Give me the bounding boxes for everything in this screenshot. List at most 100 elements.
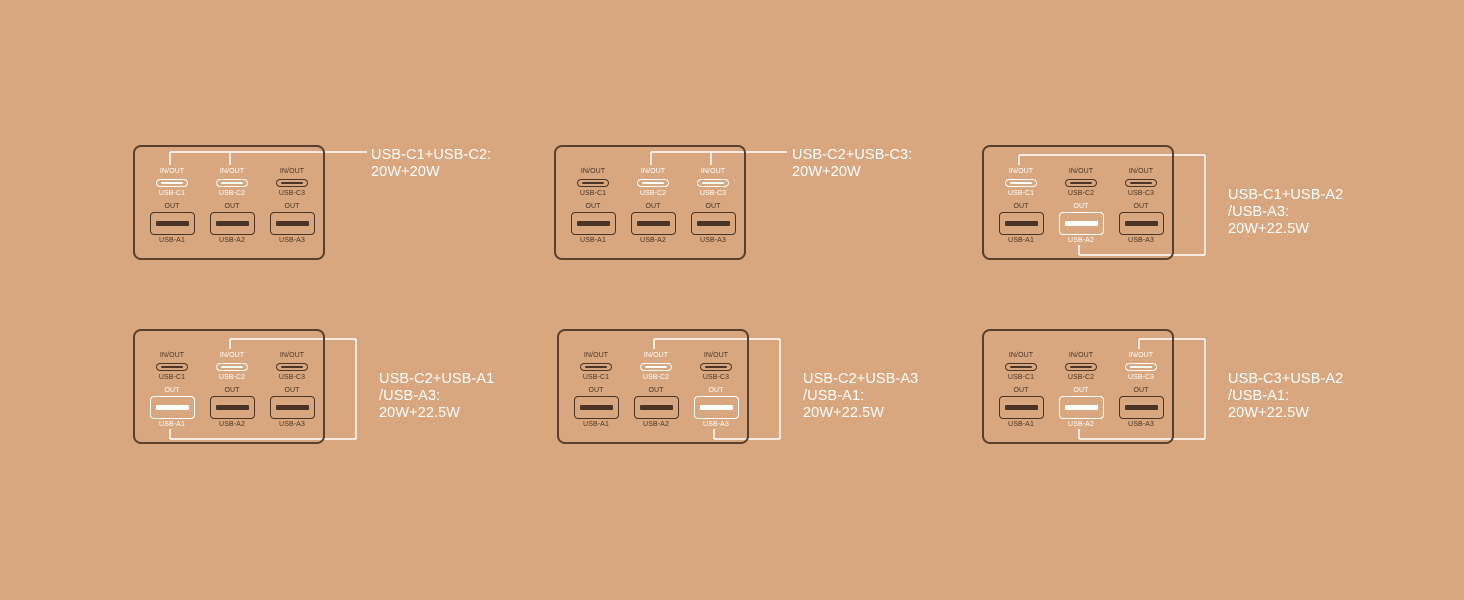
in-out-label: IN/OUT	[279, 168, 305, 175]
usb-c-port-icon	[577, 179, 609, 187]
usb-c-port-icon	[1065, 363, 1097, 371]
in-out-label: IN/OUT	[583, 352, 609, 359]
out-label: OUT	[588, 387, 604, 394]
out-label: OUT	[1073, 387, 1089, 394]
out-label: OUT	[708, 387, 724, 394]
usb-c-port-icon	[1125, 363, 1157, 371]
in-out-label: IN/OUT	[159, 352, 185, 359]
in-out-label: IN/OUT	[1128, 352, 1154, 359]
usb-c-port-icon	[216, 363, 248, 371]
usb-c-port-name: USB-C1	[158, 374, 186, 381]
usb-a-port-name: USB-A2	[640, 237, 666, 244]
usb-a-port-icon	[571, 212, 616, 235]
usb-a-port-name: USB-A3	[279, 237, 305, 244]
usb-a-port-icon	[631, 212, 676, 235]
usb-a-port-name: USB-A2	[219, 421, 245, 428]
in-out-label: IN/OUT	[1128, 168, 1154, 175]
usb-a-port-name: USB-A1	[583, 421, 609, 428]
usb-c-port-name: USB-C3	[278, 190, 306, 197]
in-out-label: IN/OUT	[159, 168, 185, 175]
in-out-label: IN/OUT	[580, 168, 606, 175]
out-label: OUT	[1133, 387, 1149, 394]
in-out-label: IN/OUT	[1008, 168, 1034, 175]
usb-a-port-name: USB-A1	[580, 237, 606, 244]
usb-c-port-icon	[276, 363, 308, 371]
usb-a-port-name: USB-A2	[1068, 421, 1094, 428]
usb-a-port-icon	[150, 212, 195, 235]
usb-a-port-icon	[999, 396, 1044, 419]
usb-c-port-name: USB-C3	[1127, 374, 1155, 381]
out-label: OUT	[1133, 203, 1149, 210]
mode-caption: USB-C2+USB-A1 /USB-A3: 20W+22.5W	[379, 371, 495, 421]
in-out-label: IN/OUT	[219, 168, 245, 175]
usb-a-port-name: USB-A3	[279, 421, 305, 428]
usb-a-port-name: USB-A1	[1008, 421, 1034, 428]
usb-a-port-name: USB-A2	[1068, 237, 1094, 244]
usb-a-port-icon	[694, 396, 739, 419]
mode-caption: USB-C2+USB-C3: 20W+20W	[792, 147, 913, 180]
usb-c-port-name: USB-C1	[1007, 190, 1035, 197]
usb-c-port-name: USB-C2	[642, 374, 670, 381]
mode-caption: USB-C3+USB-A2 /USB-A1: 20W+22.5W	[1228, 371, 1344, 421]
usb-c-port-name: USB-C1	[579, 190, 607, 197]
out-label: OUT	[585, 203, 601, 210]
usb-a-port-icon	[210, 212, 255, 235]
usb-c-port-name: USB-C2	[1067, 374, 1095, 381]
usb-a-port-icon	[1059, 212, 1104, 235]
usb-a-port-name: USB-A3	[1128, 421, 1154, 428]
usb-a-port-icon	[634, 396, 679, 419]
mode-caption: USB-C1+USB-C2: 20W+20W	[371, 147, 492, 180]
usb-c-port-icon	[276, 179, 308, 187]
out-label: OUT	[164, 203, 180, 210]
usb-a-port-name: USB-A3	[700, 237, 726, 244]
usb-c-port-name: USB-C1	[582, 374, 610, 381]
usb-c-port-name: USB-C2	[218, 374, 246, 381]
usb-a-port-icon	[1059, 396, 1104, 419]
out-label: OUT	[1013, 203, 1029, 210]
usb-a-port-icon	[210, 396, 255, 419]
usb-c-port-icon	[700, 363, 732, 371]
usb-a-port-icon	[691, 212, 736, 235]
out-label: OUT	[1073, 203, 1089, 210]
in-out-label: IN/OUT	[643, 352, 669, 359]
usb-c-port-icon	[1125, 179, 1157, 187]
usb-a-port-name: USB-A2	[219, 237, 245, 244]
usb-c-port-icon	[216, 179, 248, 187]
usb-a-port-icon	[270, 396, 315, 419]
out-label: OUT	[645, 203, 661, 210]
usb-c-port-icon	[637, 179, 669, 187]
usb-c-port-icon	[1065, 179, 1097, 187]
usb-a-port-name: USB-A1	[159, 237, 185, 244]
out-label: OUT	[705, 203, 721, 210]
usb-a-port-name: USB-A3	[703, 421, 729, 428]
out-label: OUT	[224, 203, 240, 210]
usb-a-port-icon	[1119, 212, 1164, 235]
usb-c-port-name: USB-C2	[639, 190, 667, 197]
usb-a-port-name: USB-A1	[159, 421, 185, 428]
in-out-label: IN/OUT	[1068, 352, 1094, 359]
out-label: OUT	[284, 203, 300, 210]
usb-c-port-icon	[697, 179, 729, 187]
in-out-label: IN/OUT	[700, 168, 726, 175]
usb-c-port-name: USB-C3	[702, 374, 730, 381]
usb-c-port-name: USB-C3	[699, 190, 727, 197]
usb-a-port-name: USB-A1	[1008, 237, 1034, 244]
usb-c-port-icon	[1005, 179, 1037, 187]
usb-c-port-name: USB-C2	[218, 190, 246, 197]
usb-c-port-name: USB-C3	[1127, 190, 1155, 197]
usb-c-port-name: USB-C2	[1067, 190, 1095, 197]
out-label: OUT	[224, 387, 240, 394]
in-out-label: IN/OUT	[219, 352, 245, 359]
usb-c-port-icon	[640, 363, 672, 371]
usb-a-port-icon	[270, 212, 315, 235]
out-label: OUT	[1013, 387, 1029, 394]
mode-caption: USB-C1+USB-A2 /USB-A3: 20W+22.5W	[1228, 187, 1344, 237]
usb-a-port-icon	[999, 212, 1044, 235]
usb-a-port-icon	[150, 396, 195, 419]
